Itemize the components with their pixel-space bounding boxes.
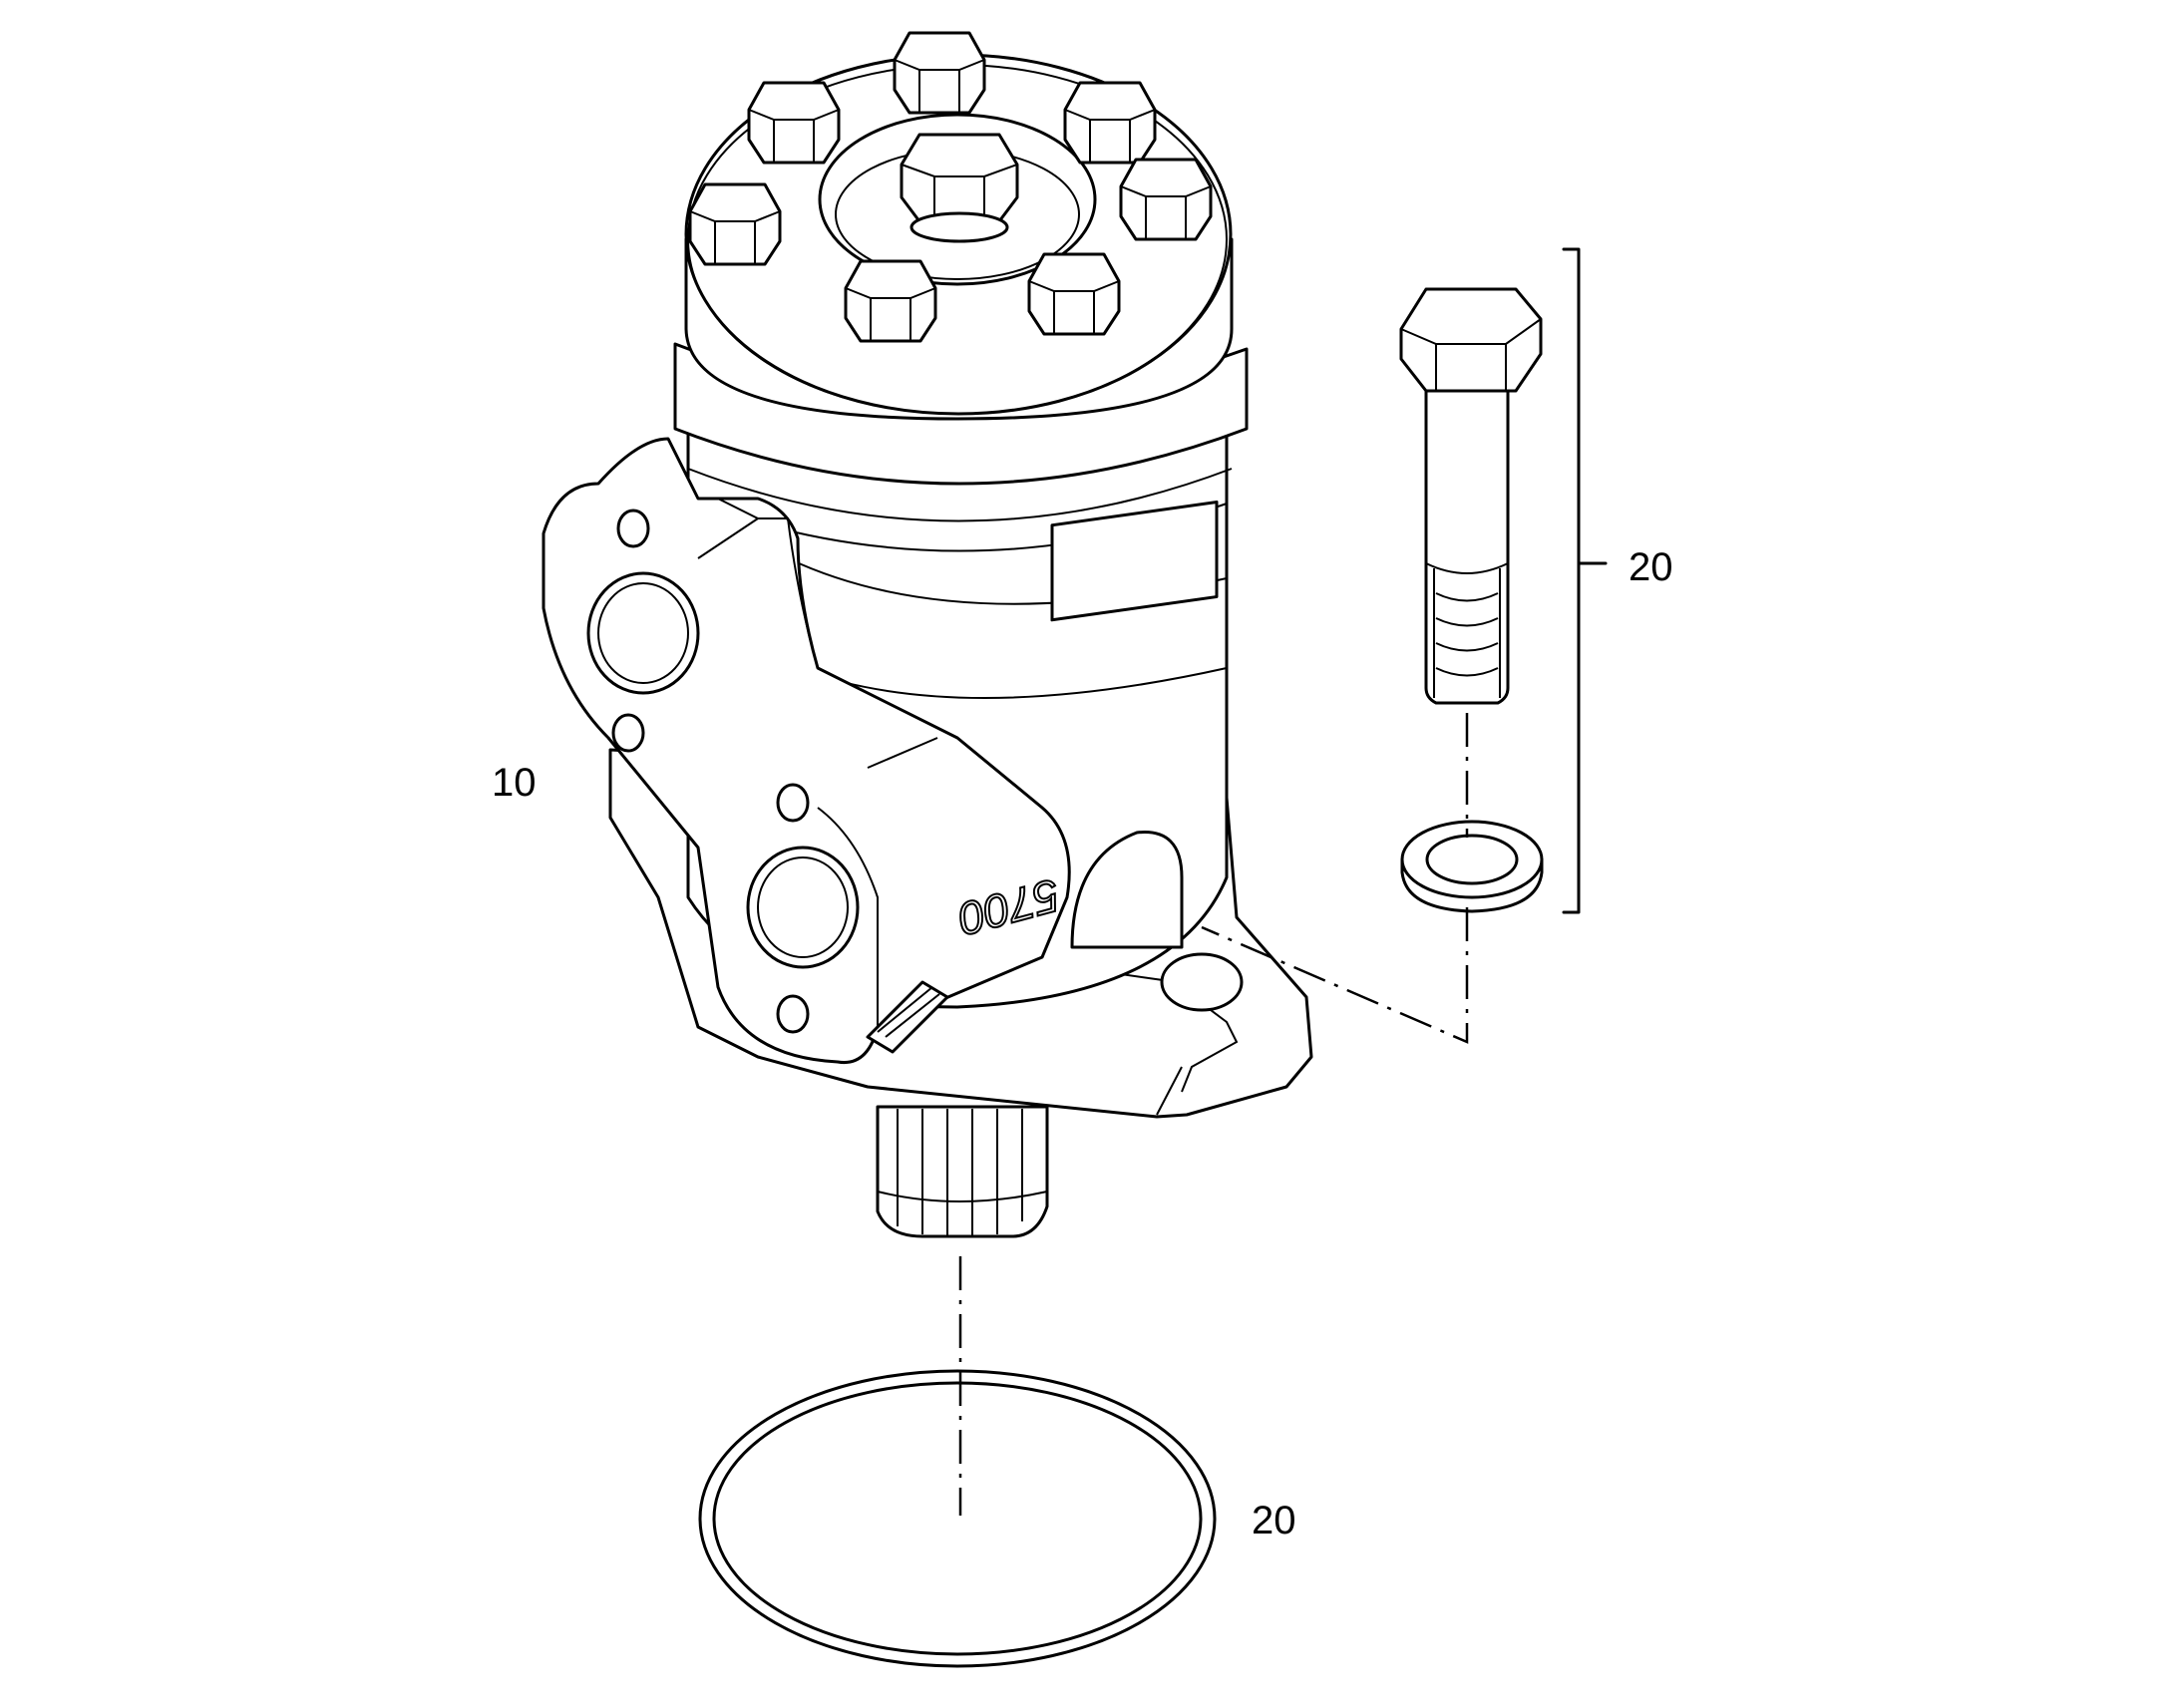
bolt-head-hex-icon [1399,287,1543,393]
centre-plug-hex-icon [900,133,1019,243]
sealing-washer [1400,820,1544,913]
output-shaft [876,1105,1049,1238]
port-lower [746,846,860,969]
hydraulic-motor: 5700 [542,31,1313,1238]
cover-bolt-hex-icon [1119,158,1213,241]
housing-slot [1070,831,1184,949]
name-plate [1050,501,1219,622]
flange-bolt-hole [1160,952,1244,1012]
cover-bolt-hex-icon [844,259,937,343]
label-o-ring: 20 [1252,1499,1296,1542]
bolt-shank [1424,389,1510,705]
port-upper [586,571,700,695]
port-screw-hole [616,509,650,548]
mounting-bolt [1399,287,1543,705]
port-screw-hole [776,994,810,1034]
port-screw-hole [776,783,810,823]
cover-bolt-hex-icon [1063,81,1157,165]
cover-bolt-hex-icon [1027,252,1121,336]
port-screw-hole [611,713,645,753]
assembly-center-lines [958,713,1469,1516]
cover-bolt-hex-icon [893,31,986,115]
kit-bracket [1562,247,1608,914]
cover-bolt-hex-icon [747,81,841,165]
cover-bolt-hex-icon [688,182,782,266]
label-motor: 10 [492,761,537,805]
label-bolt-kit: 20 [1629,545,1673,589]
cover-bolts [688,31,1213,343]
o-ring [698,1369,1217,1668]
